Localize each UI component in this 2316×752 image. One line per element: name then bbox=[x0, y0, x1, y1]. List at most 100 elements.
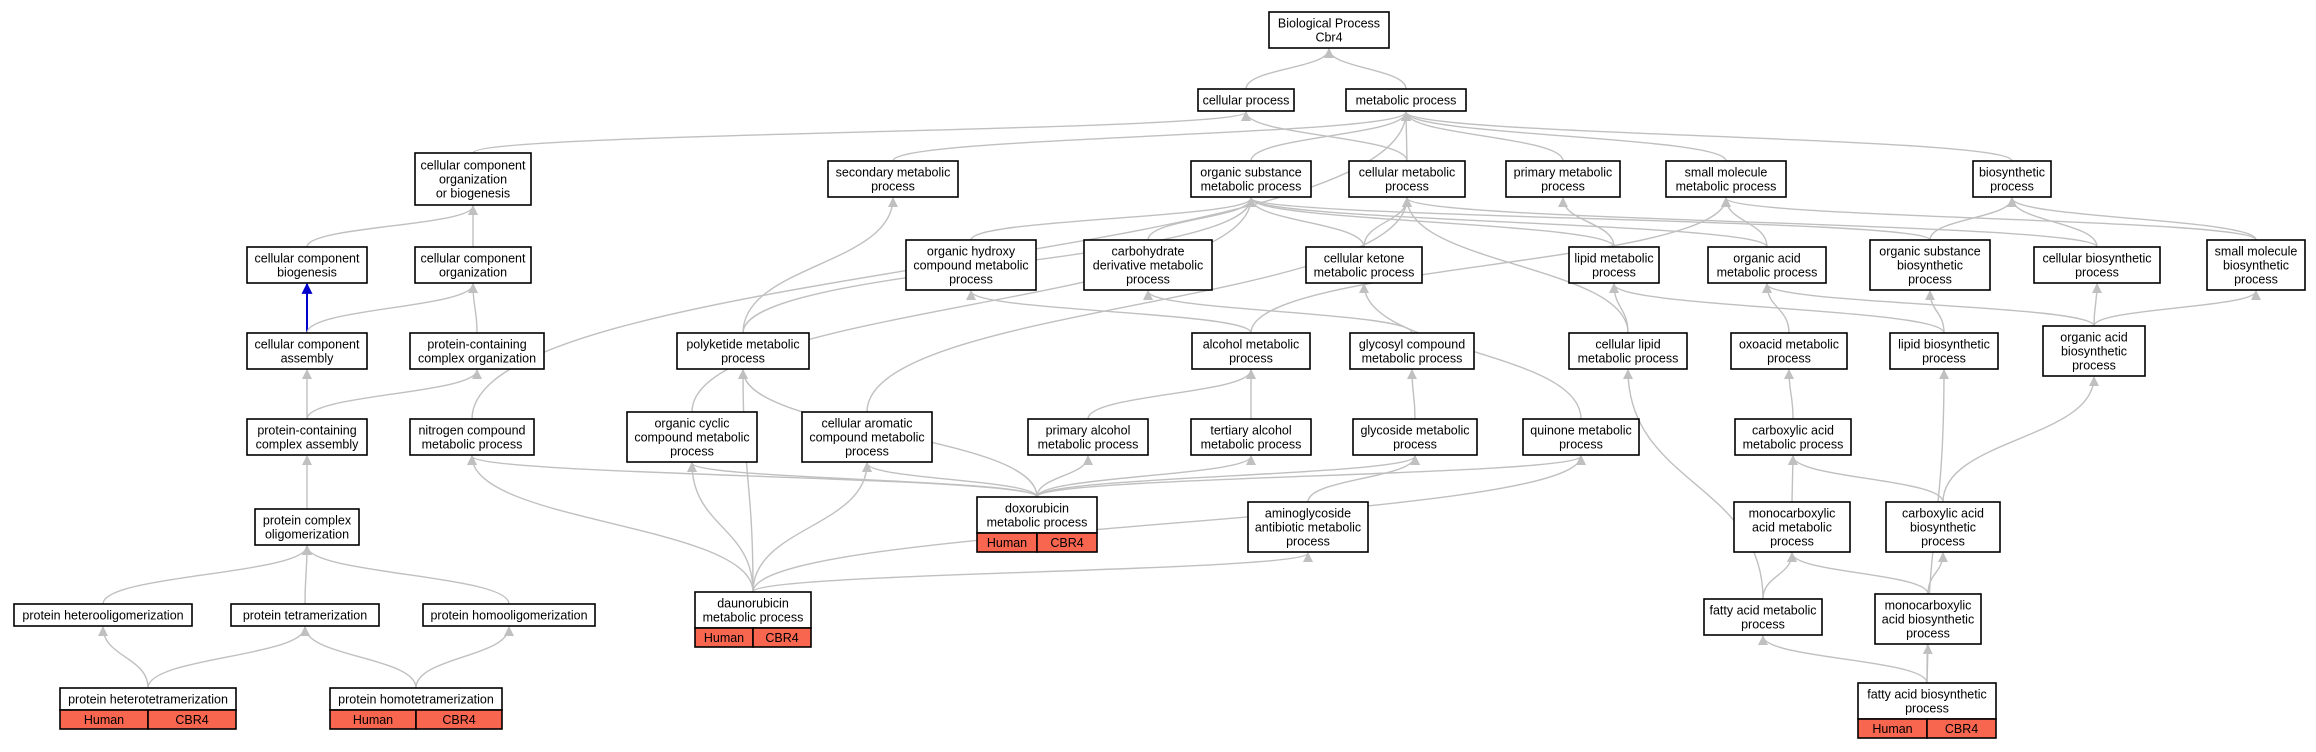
node-label: cellular ketone bbox=[1324, 251, 1405, 265]
node-box bbox=[626, 411, 758, 463]
node-label: biosynthetic bbox=[1910, 521, 1976, 535]
node-label: process bbox=[1921, 535, 1965, 549]
edge-occmp-to-osmp bbox=[691, 197, 1256, 413]
edge-dau-to-occmp bbox=[687, 462, 754, 593]
node-box bbox=[1734, 418, 1852, 456]
annotation-cell bbox=[147, 709, 237, 730]
node-phom[interactable]: protein homooligomerization bbox=[422, 603, 596, 627]
edge-cbp-to-cmp bbox=[1402, 197, 2098, 248]
node-label: process bbox=[1990, 180, 2034, 194]
node-label: protein tetramerization bbox=[243, 609, 367, 623]
node-label: compound metabolic bbox=[634, 431, 749, 445]
edge-mcamp-to-camp bbox=[1787, 455, 1798, 503]
edge-cabp-to-camp bbox=[1788, 455, 1944, 503]
node-label: lipid biosynthetic bbox=[1898, 337, 1990, 351]
node-label: acid metabolic bbox=[1752, 521, 1832, 535]
node-mp[interactable]: metabolic process bbox=[1345, 88, 1467, 112]
node-label: alcohol metabolic bbox=[1203, 337, 1300, 351]
node-phet[interactable]: protein heterooligomerization bbox=[13, 603, 193, 627]
node-ptet[interactable]: protein tetramerization bbox=[230, 603, 380, 627]
node-label: process bbox=[1767, 352, 1811, 366]
node-label: process bbox=[1541, 180, 1585, 194]
node-label: acid biosynthetic bbox=[1882, 613, 1974, 627]
node-label: process bbox=[871, 180, 915, 194]
node-label: metabolic process bbox=[1356, 94, 1457, 108]
node-label: protein heterotetramerization bbox=[68, 693, 228, 707]
node-label: antibiotic metabolic bbox=[1255, 521, 1361, 535]
node-label: organic substance bbox=[1200, 165, 1302, 179]
node-box bbox=[1889, 332, 1999, 370]
node-label: metabolic process bbox=[1578, 352, 1679, 366]
node-label: cellular metabolic bbox=[1359, 165, 1456, 179]
edge-lbp-to-osbp bbox=[1925, 290, 1945, 334]
node-box bbox=[414, 152, 532, 206]
edge-phmt-to-phom bbox=[415, 626, 514, 689]
node-label: organic cyclic bbox=[654, 416, 729, 430]
node-label: carbohydrate bbox=[1112, 244, 1185, 258]
edge-almp-to-ohcmp bbox=[966, 290, 1252, 334]
node-label: metabolic process bbox=[1676, 180, 1777, 194]
node-label: carboxylic acid bbox=[1752, 423, 1834, 437]
node-label: process bbox=[1908, 273, 1952, 287]
node-label: process bbox=[2075, 266, 2119, 280]
edge-ptet-to-pco bbox=[301, 545, 312, 605]
node-label: organization bbox=[439, 173, 507, 187]
node-label: metabolic process bbox=[987, 516, 1088, 530]
node-label: cellular aromatic bbox=[821, 416, 912, 430]
edge-fabp-to-famp bbox=[1758, 635, 1928, 684]
annotation-cell bbox=[752, 627, 812, 648]
node-cp[interactable]: cellular process bbox=[1197, 88, 1295, 112]
node-box bbox=[2042, 325, 2146, 377]
node-box bbox=[1568, 246, 1660, 284]
